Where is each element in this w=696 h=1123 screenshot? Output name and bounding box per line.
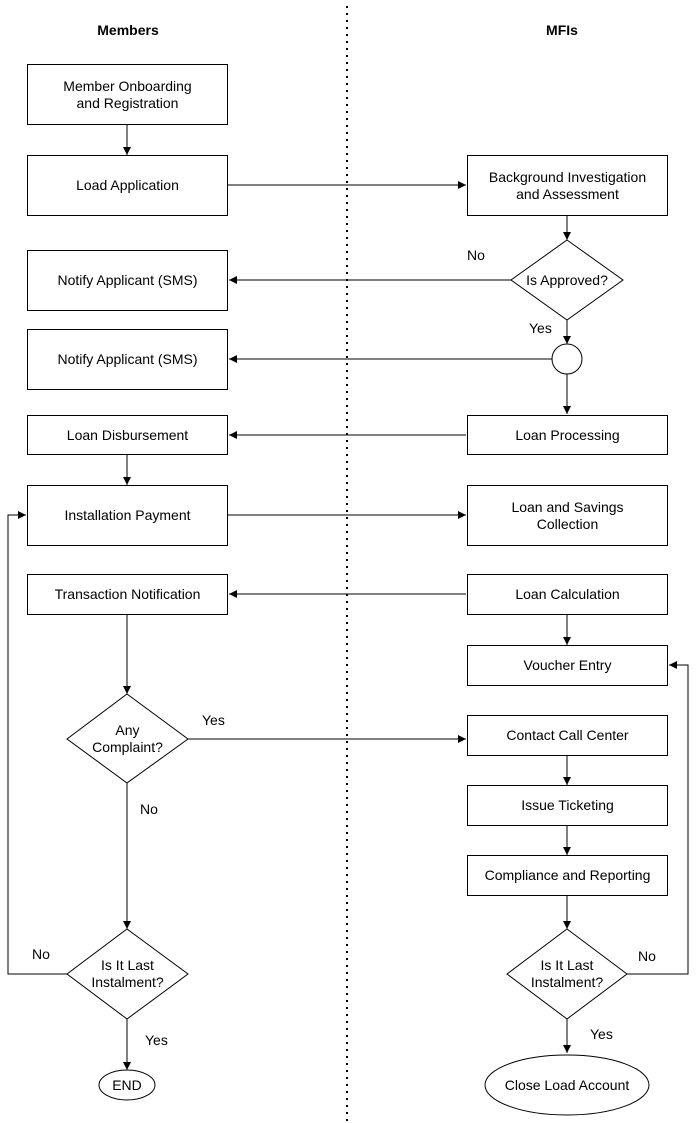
voucher-entry-box: Voucher Entry xyxy=(467,645,668,686)
complaint-no-label: No xyxy=(140,801,158,817)
loan-disbursement-box: Loan Disbursement xyxy=(27,415,228,455)
end-label: END xyxy=(112,1076,142,1093)
loan-calculation-box: Loan Calculation xyxy=(467,574,668,615)
member-onboarding-box: Member Onboarding and Registration xyxy=(27,64,228,125)
mfis-lane-title: MFIs xyxy=(546,22,578,38)
member-last-yes-label: Yes xyxy=(145,1032,168,1048)
compliance-reporting-box: Compliance and Reporting xyxy=(467,855,668,896)
edge-member-last-no-loop xyxy=(7,511,67,975)
contact-call-center-box: Contact Call Center xyxy=(467,715,668,756)
approved-yes-label: Yes xyxy=(529,320,552,336)
end-terminal xyxy=(98,1069,156,1101)
mfi-last-decision-label: Is It Last Instalment? xyxy=(530,957,604,990)
mfi-last-no-label: No xyxy=(638,948,656,964)
close-account-label: Close Load Account xyxy=(504,1076,630,1093)
approved-decision-diamond xyxy=(510,239,624,321)
approved-decision-label: Is Approved? xyxy=(526,271,608,288)
approval-junction xyxy=(551,343,583,375)
background-investigation-box: Background Investigation and Assessment xyxy=(467,155,668,216)
notify-rejected-box: Notify Applicant (SMS) xyxy=(27,250,228,311)
member-last-decision-diamond xyxy=(66,928,189,1020)
complaint-yes-label: Yes xyxy=(202,712,225,728)
mfi-last-decision-diamond xyxy=(506,928,628,1020)
member-last-decision-label: Is It Last Instalment? xyxy=(91,957,164,990)
savings-collection-box: Loan and Savings Collection xyxy=(467,485,668,546)
notify-approved-box: Notify Applicant (SMS) xyxy=(27,329,228,390)
loan-processing-box: Loan Processing xyxy=(467,415,668,455)
member-last-no-label: No xyxy=(32,946,50,962)
load-application-box: Load Application xyxy=(27,155,228,216)
issue-ticketing-box: Issue Ticketing xyxy=(467,785,668,826)
edge-mfi-last-no-loop xyxy=(627,661,689,975)
complaint-decision-diamond xyxy=(66,693,189,784)
mfi-last-yes-label: Yes xyxy=(590,1026,613,1042)
approved-no-label: No xyxy=(467,247,485,263)
members-lane-title: Members xyxy=(97,22,159,38)
complaint-decision-label: Any Complaint? xyxy=(92,721,163,755)
transaction-notification-box: Transaction Notification xyxy=(27,574,228,615)
installation-payment-box: Installation Payment xyxy=(27,485,228,546)
close-account-terminal xyxy=(484,1054,650,1116)
